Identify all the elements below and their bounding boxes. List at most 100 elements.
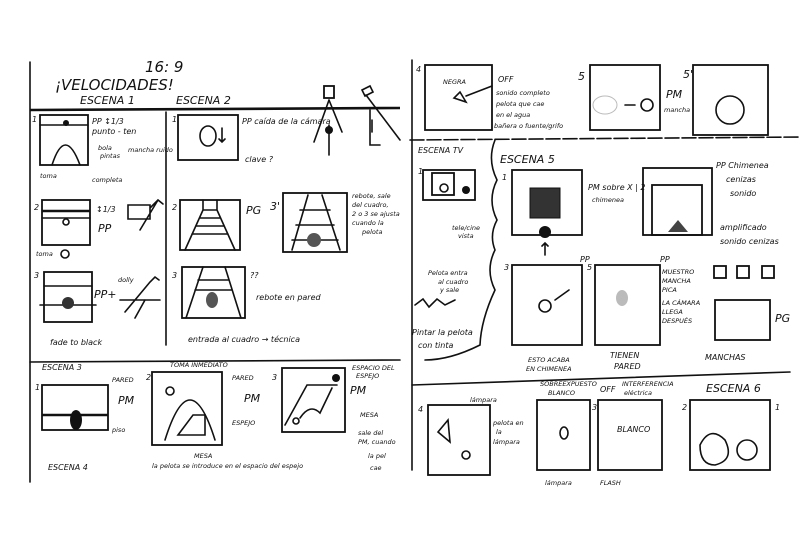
note: MESA <box>194 452 212 460</box>
panel-number: 1 <box>172 115 177 124</box>
note: 2 o 3 se ajusta <box>352 210 400 218</box>
panel-e6-1 <box>689 399 771 471</box>
note: PP Chimenea <box>716 161 769 170</box>
panel-e6-2 <box>597 399 663 471</box>
note: la <box>496 428 502 436</box>
note: al cuadro <box>438 278 468 286</box>
panel-e3-2 <box>151 371 223 446</box>
note: PARED <box>614 362 641 371</box>
right-bottom-divider <box>411 371 791 386</box>
panel-e5-5 <box>594 264 661 346</box>
note: rebote en pared <box>256 293 322 302</box>
scene-label: ESCENA 6 <box>706 382 761 395</box>
panel-number: 3 <box>504 263 509 272</box>
scene-tv-boundary <box>424 139 498 361</box>
panel-e6-3 <box>536 399 591 471</box>
panel-number: 1 <box>502 173 507 182</box>
note: INTERFERENCIA <box>622 380 674 388</box>
ball-arc <box>51 144 81 166</box>
panel-number: 3 <box>592 403 597 412</box>
note: MUESTRO <box>662 268 694 276</box>
note: OFF <box>600 385 616 394</box>
note: pelota que cae <box>495 100 544 108</box>
note: TOMA INMEDIATO <box>170 361 228 369</box>
note: PM, cuando <box>358 438 396 446</box>
title: ¡VELOCIDADES! <box>55 76 174 94</box>
note: MANCHA <box>662 277 691 285</box>
panel-e5-3 <box>511 264 583 346</box>
note: LA CÁMARA <box>662 298 700 307</box>
panel-e2-3b <box>282 192 348 253</box>
note: rebote, sale <box>352 192 391 200</box>
shot-note: PP caída de la cámara <box>242 117 331 126</box>
shot-note: PG <box>775 312 790 325</box>
note: PARED <box>112 376 134 384</box>
panel-number: 3 <box>272 373 277 382</box>
note: FLASH <box>600 479 621 487</box>
panel-e3-1 <box>41 384 109 431</box>
note: toma <box>40 172 57 180</box>
note: dolly <box>118 276 134 284</box>
panel-number: 5 <box>578 70 585 83</box>
note: cenizas <box>726 175 756 184</box>
note: tele/cine <box>452 224 480 232</box>
shot-note: PM <box>118 394 135 407</box>
note: entrada al cuadro → técnica <box>188 334 300 344</box>
note: TIENEN <box>610 351 639 360</box>
camera-angle-diagram <box>360 84 401 146</box>
note: PARED <box>232 374 254 382</box>
note: punto - ten <box>91 127 136 136</box>
panel-e2-1 <box>177 114 239 161</box>
left-bottom-divider <box>29 359 401 363</box>
note: BLANCO <box>617 425 650 434</box>
note: LLEGA <box>662 308 683 316</box>
note: PICA <box>662 286 677 294</box>
note: sonido completo <box>496 89 550 97</box>
note: ESPACIO DEL <box>352 364 395 372</box>
note: lámpara <box>545 479 572 487</box>
shot-note: PP <box>98 222 112 235</box>
shot-note: PM <box>666 88 683 101</box>
panel-negra <box>424 64 493 131</box>
panel-5b <box>692 64 769 136</box>
panel-number: 2 <box>34 203 39 212</box>
note: SOBREEXPUESTO <box>540 380 597 388</box>
note: la pel <box>368 452 386 460</box>
note: la pelota se introduce en el espacio del… <box>152 462 303 470</box>
note: vista <box>458 232 474 240</box>
shot-note: PP <box>660 255 670 264</box>
note: DESPUÉS <box>662 316 692 325</box>
scene-label: ESCENA 1 <box>80 94 135 107</box>
note: ESPEJO <box>356 372 379 380</box>
note: sonido <box>730 189 756 198</box>
panel-manchas <box>714 299 771 341</box>
panel-number: 1 <box>418 167 423 176</box>
panel-number: 3' <box>270 200 280 213</box>
note: chimenea <box>592 196 624 204</box>
shot-note: ↕1/3 <box>96 205 116 214</box>
panel-e2-3 <box>181 266 246 319</box>
note: fade to black <box>50 338 102 347</box>
camera-diagram <box>127 198 164 231</box>
note: MESA <box>360 411 378 419</box>
panel-number: 5 <box>587 263 592 272</box>
note: piso <box>111 426 125 434</box>
panel-number: 2 <box>172 203 177 212</box>
scene-label: ESCENA 2 <box>176 94 231 107</box>
shot-note: ?? <box>250 271 259 280</box>
note: amplificado <box>720 223 767 232</box>
shot-note: PM sobre X | 2 <box>588 183 646 192</box>
panel-5 <box>589 64 661 131</box>
right-top-divider <box>409 136 800 141</box>
note: bañera o fuente/grifo <box>494 122 563 130</box>
ball-icon <box>325 126 333 134</box>
note: y sale <box>439 286 459 294</box>
camera-icon <box>323 85 335 99</box>
panel-number: 1 <box>35 383 40 392</box>
note: pelota <box>361 228 382 236</box>
panel-e2-2 <box>179 199 241 251</box>
note: toma <box>36 250 53 258</box>
shot-note: PP ↕1/3 <box>92 117 124 126</box>
note: lámpara <box>470 396 497 404</box>
